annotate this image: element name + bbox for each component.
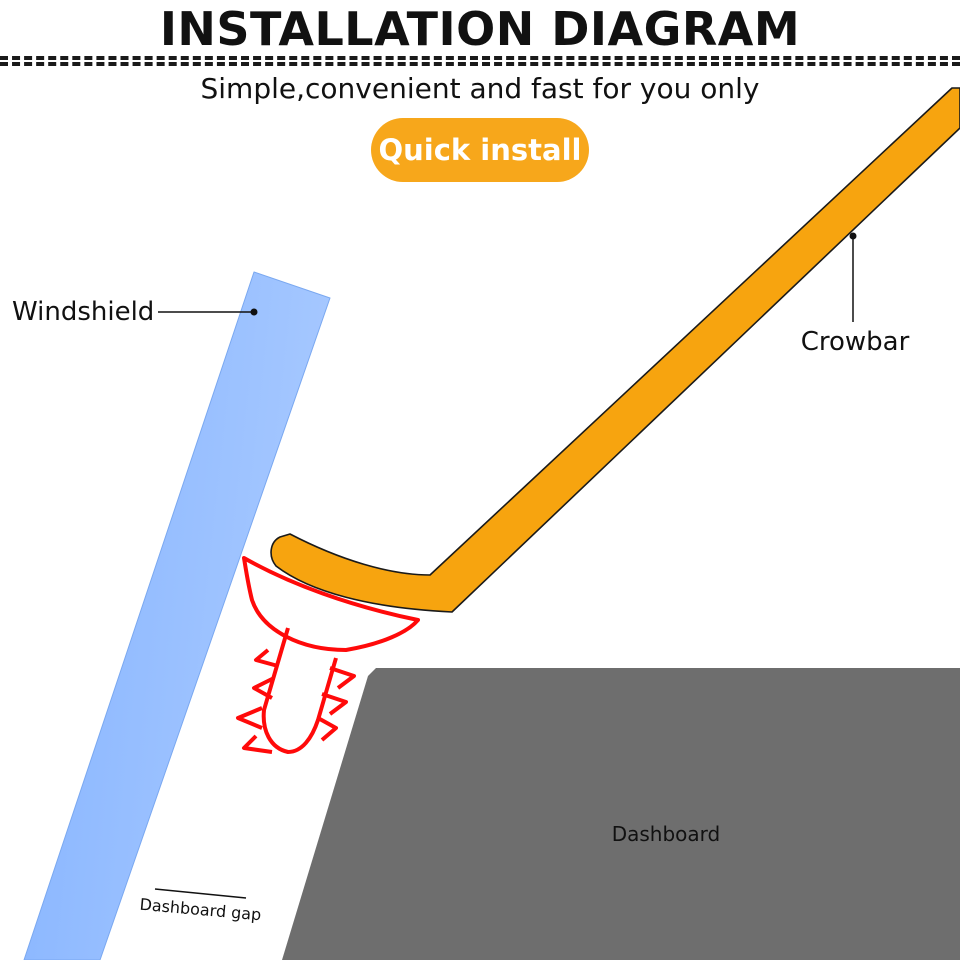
page-subtitle: Simple,convenient and fast for you only <box>200 72 760 105</box>
crowbar-shape <box>270 87 960 613</box>
crowbar-pointer-dot <box>849 232 857 240</box>
dashboard-gap-label: Dashboard gap <box>139 895 262 925</box>
dashboard-gap-line <box>154 888 247 899</box>
quick-install-button[interactable]: Quick install <box>371 118 589 182</box>
crowbar-label: Crowbar <box>801 327 910 357</box>
push-clip-icon <box>236 556 420 754</box>
top-divider <box>0 56 960 60</box>
page-title: INSTALLATION DIAGRAM <box>159 2 801 56</box>
windshield-shape <box>23 271 331 960</box>
windshield-pointer-dot <box>250 308 258 316</box>
top-divider-second <box>0 62 960 66</box>
dashboard-label: Dashboard <box>612 822 721 846</box>
dashboard-shape <box>282 668 960 960</box>
windshield-label: Windshield <box>12 297 154 327</box>
